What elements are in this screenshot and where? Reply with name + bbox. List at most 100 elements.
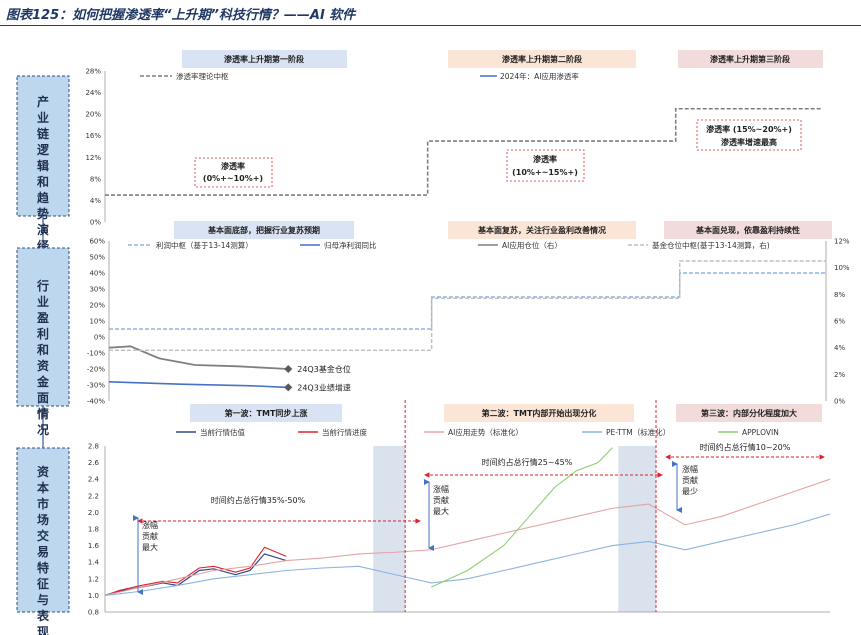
side-label-char: 和 <box>36 342 49 357</box>
phase-header-bg <box>676 404 822 422</box>
side-label-char: 本 <box>37 480 49 495</box>
side-label-char: 业 <box>37 294 49 309</box>
annotation-text: (0%+~10%+) <box>203 174 263 183</box>
phase-header: 渗透率上升期第一阶段 <box>224 54 304 64</box>
annotation-line: 贡献 <box>433 495 449 505</box>
side-label-char: 演 <box>37 222 49 237</box>
y-tick-label: -30% <box>87 382 105 390</box>
y-tick-label: 60% <box>89 238 105 246</box>
phase-header: 第三波：内部分化程度加大 <box>701 408 797 418</box>
marker-label: 24Q3基金仓位 <box>297 364 351 374</box>
y2-tick-label: 0% <box>834 398 845 406</box>
y-tick-label: 20% <box>85 111 101 119</box>
series-line <box>109 260 826 352</box>
annotation-text: 涨幅贡献最大 <box>433 484 449 516</box>
series-line <box>104 546 287 596</box>
penetration-panel: 渗透率上升期第一阶段 渗透率上升期第二阶段 渗透率上升期第三阶段 0%4%8%1… <box>85 50 823 227</box>
phase-header: 第一波：TMT同步上涨 <box>225 408 308 418</box>
legend-label: 渗透率理论中枢 <box>176 71 229 81</box>
phase-header-bg <box>448 50 636 68</box>
y2-tick-label: 8% <box>834 291 845 299</box>
marker-diamond <box>284 365 293 373</box>
annotation-text: 渗透率增速最高 <box>721 137 777 147</box>
annotation-text: 涨幅贡献最少 <box>682 464 698 496</box>
phase-header-bg <box>444 404 634 422</box>
marker-label: 24Q3业绩增速 <box>297 382 351 392</box>
side-label-char: 情 <box>37 406 49 421</box>
annotation-line: 涨幅 <box>433 484 449 494</box>
legend-label: 归母净利润同比 <box>324 240 377 250</box>
annotation-text: (10%+~15%+) <box>512 168 578 177</box>
y2-tick-label: 2% <box>834 371 845 379</box>
side-label-char: 资 <box>37 464 49 479</box>
legend-label: 当前行情进度 <box>322 427 367 437</box>
y-tick-label: 1.4 <box>88 559 100 567</box>
y-tick-label: -40% <box>87 398 105 406</box>
phase-header-bg <box>664 221 832 239</box>
annotation-text: 涨幅贡献最大 <box>142 520 158 552</box>
y2-tick-label: 12% <box>834 238 850 246</box>
side-label-char: 表 <box>36 608 50 623</box>
legend-label: 基金仓位中枢(基于13-14测算，右) <box>652 240 770 250</box>
side-label-char: 与 <box>37 593 49 607</box>
y2-tick-label: 10% <box>834 264 850 272</box>
side-label-char: 交 <box>37 528 49 543</box>
phase-header: 基本面复苏，关注行业盈利改善情况 <box>477 225 606 235</box>
y-tick-label: 4% <box>90 197 101 205</box>
y-tick-label: 40% <box>89 270 105 278</box>
side-label-char: 和 <box>36 174 49 189</box>
side-label-text: 资本市场交易特征与表现 <box>36 464 50 635</box>
y-tick-label: 20% <box>89 302 105 310</box>
y-tick-label: 24% <box>85 89 101 97</box>
y-tick-label: 1.6 <box>88 542 100 550</box>
y-tick-label: 50% <box>89 254 105 262</box>
marker-diamond <box>284 383 293 392</box>
phase-header: 第二波：TMT内部开始出现分化 <box>482 408 597 418</box>
legend-label: 利润中枢（基于13-14测算） <box>156 240 253 250</box>
title-rule <box>0 25 861 26</box>
shaded-period <box>373 446 406 612</box>
annotation-box <box>696 119 802 151</box>
phase-header-bg <box>190 404 342 422</box>
y-tick-label: 16% <box>85 132 101 140</box>
phase-header: 基本面兑现，依靠盈利持续性 <box>695 225 800 235</box>
side-label-char: 逻 <box>37 142 50 157</box>
side-label-char: 资 <box>37 358 49 373</box>
annotation-text: 时间约占总行情35%-50% <box>211 495 306 505</box>
y-tick-label: 28% <box>85 68 101 76</box>
side-label-char: 盈 <box>36 311 49 325</box>
side-label-char: 行 <box>36 278 49 293</box>
y-tick-label: -20% <box>87 366 105 374</box>
legend-label: PE-TTM（标准化） <box>606 427 670 437</box>
side-label-char: 征 <box>37 576 49 591</box>
side-label-text: 行业盈利和资金面情况 <box>36 278 50 437</box>
side-label-char: 况 <box>37 423 49 437</box>
side-label-char: 利 <box>37 326 49 341</box>
y2-tick-label: 6% <box>834 318 845 326</box>
side-label-char: 特 <box>37 560 49 575</box>
annotation-text: 时间约占总行情10~20% <box>700 442 791 452</box>
annotation-line: 涨幅 <box>682 464 698 474</box>
y-tick-label: -10% <box>87 350 105 358</box>
y-tick-label: 30% <box>89 286 105 294</box>
annotation-line: 涨幅 <box>142 520 158 530</box>
side-label-char: 市 <box>37 496 49 511</box>
series-line <box>105 107 822 196</box>
side-label-char: 势 <box>37 206 49 221</box>
phase-header-bg <box>448 221 636 239</box>
side-label-char: 易 <box>37 545 49 559</box>
legend-label: APPLOVIN <box>742 428 779 437</box>
y-tick-label: 0% <box>94 334 105 342</box>
y-tick-label: 0% <box>90 219 101 227</box>
annotation-line: 贡献 <box>682 475 698 485</box>
side-label-char: 业 <box>37 110 49 125</box>
side-label-industry: 产业链逻辑和趋势演绎 <box>16 75 70 253</box>
legend-label: AI应用走势（标准化） <box>448 427 523 437</box>
market-panel: 第一波：TMT同步上涨 第二波：TMT内部开始出现分化 第三波：内部分化程度加大… <box>88 400 831 617</box>
annotation-text: 时间约占总行情25~45% <box>482 457 573 467</box>
phase-header-bg <box>182 50 347 68</box>
y-tick-label: 12% <box>85 154 101 162</box>
shaded-period <box>618 446 656 612</box>
side-label-profit: 行业盈利和资金面情况 <box>16 247 70 437</box>
series-line <box>108 345 289 370</box>
